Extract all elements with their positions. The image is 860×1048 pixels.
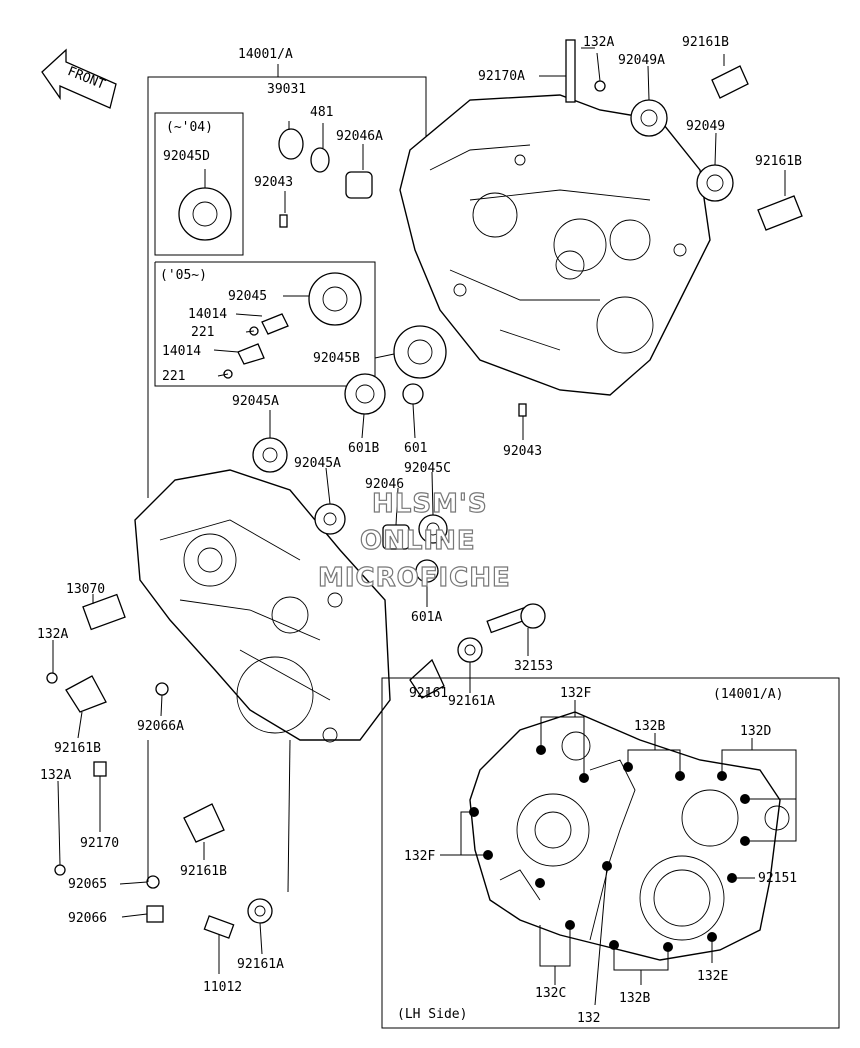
part-label: 132A [583, 35, 614, 50]
part-label: 92065 [68, 877, 107, 892]
watermark: HLSM'S ONLINE MICROFICHE [317, 488, 511, 593]
part-label: 132E [697, 969, 728, 984]
part-label: 11012 [203, 980, 242, 995]
part-label: 132F [404, 849, 435, 864]
part-label: 32153 [514, 659, 553, 674]
bearings-and-parts [46, 39, 803, 939]
inset-lh-side [381, 677, 840, 1029]
part-label: 92045C [404, 461, 451, 476]
part-label: 39031 [267, 82, 306, 97]
part-label: 221 [162, 369, 185, 384]
inset-side-label: (LH Side) [397, 1007, 467, 1022]
variant-label-early: (~'04) [166, 120, 213, 135]
part-label: 92045A [232, 394, 279, 409]
part-label: 92170 [80, 836, 119, 851]
part-label: 92161B [54, 741, 101, 756]
svg-text:HLSM'S: HLSM'S [372, 489, 488, 519]
part-label: 92043 [503, 444, 542, 459]
part-label: 13070 [66, 582, 105, 597]
part-label: 92161A [448, 694, 495, 709]
front-arrow-icon: FRONT [41, 48, 117, 109]
part-label: 92046A [336, 129, 383, 144]
part-label: 601 [404, 441, 427, 456]
part-label: 92161A [237, 957, 284, 972]
inset-labels: (14001/A) (LH Side) 132F 132B 132D 132F … [397, 686, 797, 1026]
part-label: 132C [535, 986, 566, 1001]
part-label: 14001/A [238, 47, 293, 62]
part-label: 92161 [409, 686, 448, 701]
part-label: 92045B [313, 351, 360, 366]
part-label: 92043 [254, 175, 293, 190]
part-label: 92161B [682, 35, 729, 50]
part-label: 132B [634, 719, 665, 734]
assembly-bracket [147, 64, 427, 498]
part-label: 601B [348, 441, 379, 456]
part-label: 92161B [180, 864, 227, 879]
part-label: 132F [560, 686, 591, 701]
part-label: 221 [191, 325, 214, 340]
leader-lines [52, 47, 786, 974]
part-label: 92151 [758, 871, 797, 886]
part-label: 481 [310, 105, 333, 120]
part-label: 601A [411, 610, 442, 625]
part-label: 132A [37, 627, 68, 642]
variant-box-early [154, 112, 244, 256]
svg-text:ONLINE: ONLINE [360, 526, 476, 556]
part-label: 92049A [618, 53, 665, 68]
part-label: 92161B [755, 154, 802, 169]
variant-label-late: ('05~) [160, 268, 207, 283]
part-label: 14014 [188, 307, 227, 322]
part-label: 92170A [478, 69, 525, 84]
part-label: 92045 [228, 289, 267, 304]
part-label: 14014 [162, 344, 201, 359]
inset-assembly-label: (14001/A) [713, 687, 783, 702]
svg-text:MICROFICHE: MICROFICHE [318, 563, 511, 593]
right-crankcase-half [399, 94, 711, 396]
part-label: 92066A [137, 719, 184, 734]
part-label: 92045D [163, 149, 210, 164]
part-labels: 14001/A 132A 92161B 92170A 92049A 39031 … [37, 35, 802, 995]
part-label: 92045A [294, 456, 341, 471]
part-label: 132D [740, 724, 771, 739]
left-crankcase-half [134, 469, 391, 743]
part-label: 92046 [365, 477, 404, 492]
part-label: 132B [619, 991, 650, 1006]
part-label: 92066 [68, 911, 107, 926]
part-label: 132A [40, 768, 71, 783]
part-label: 92049 [686, 119, 725, 134]
part-label: 132 [577, 1011, 600, 1026]
